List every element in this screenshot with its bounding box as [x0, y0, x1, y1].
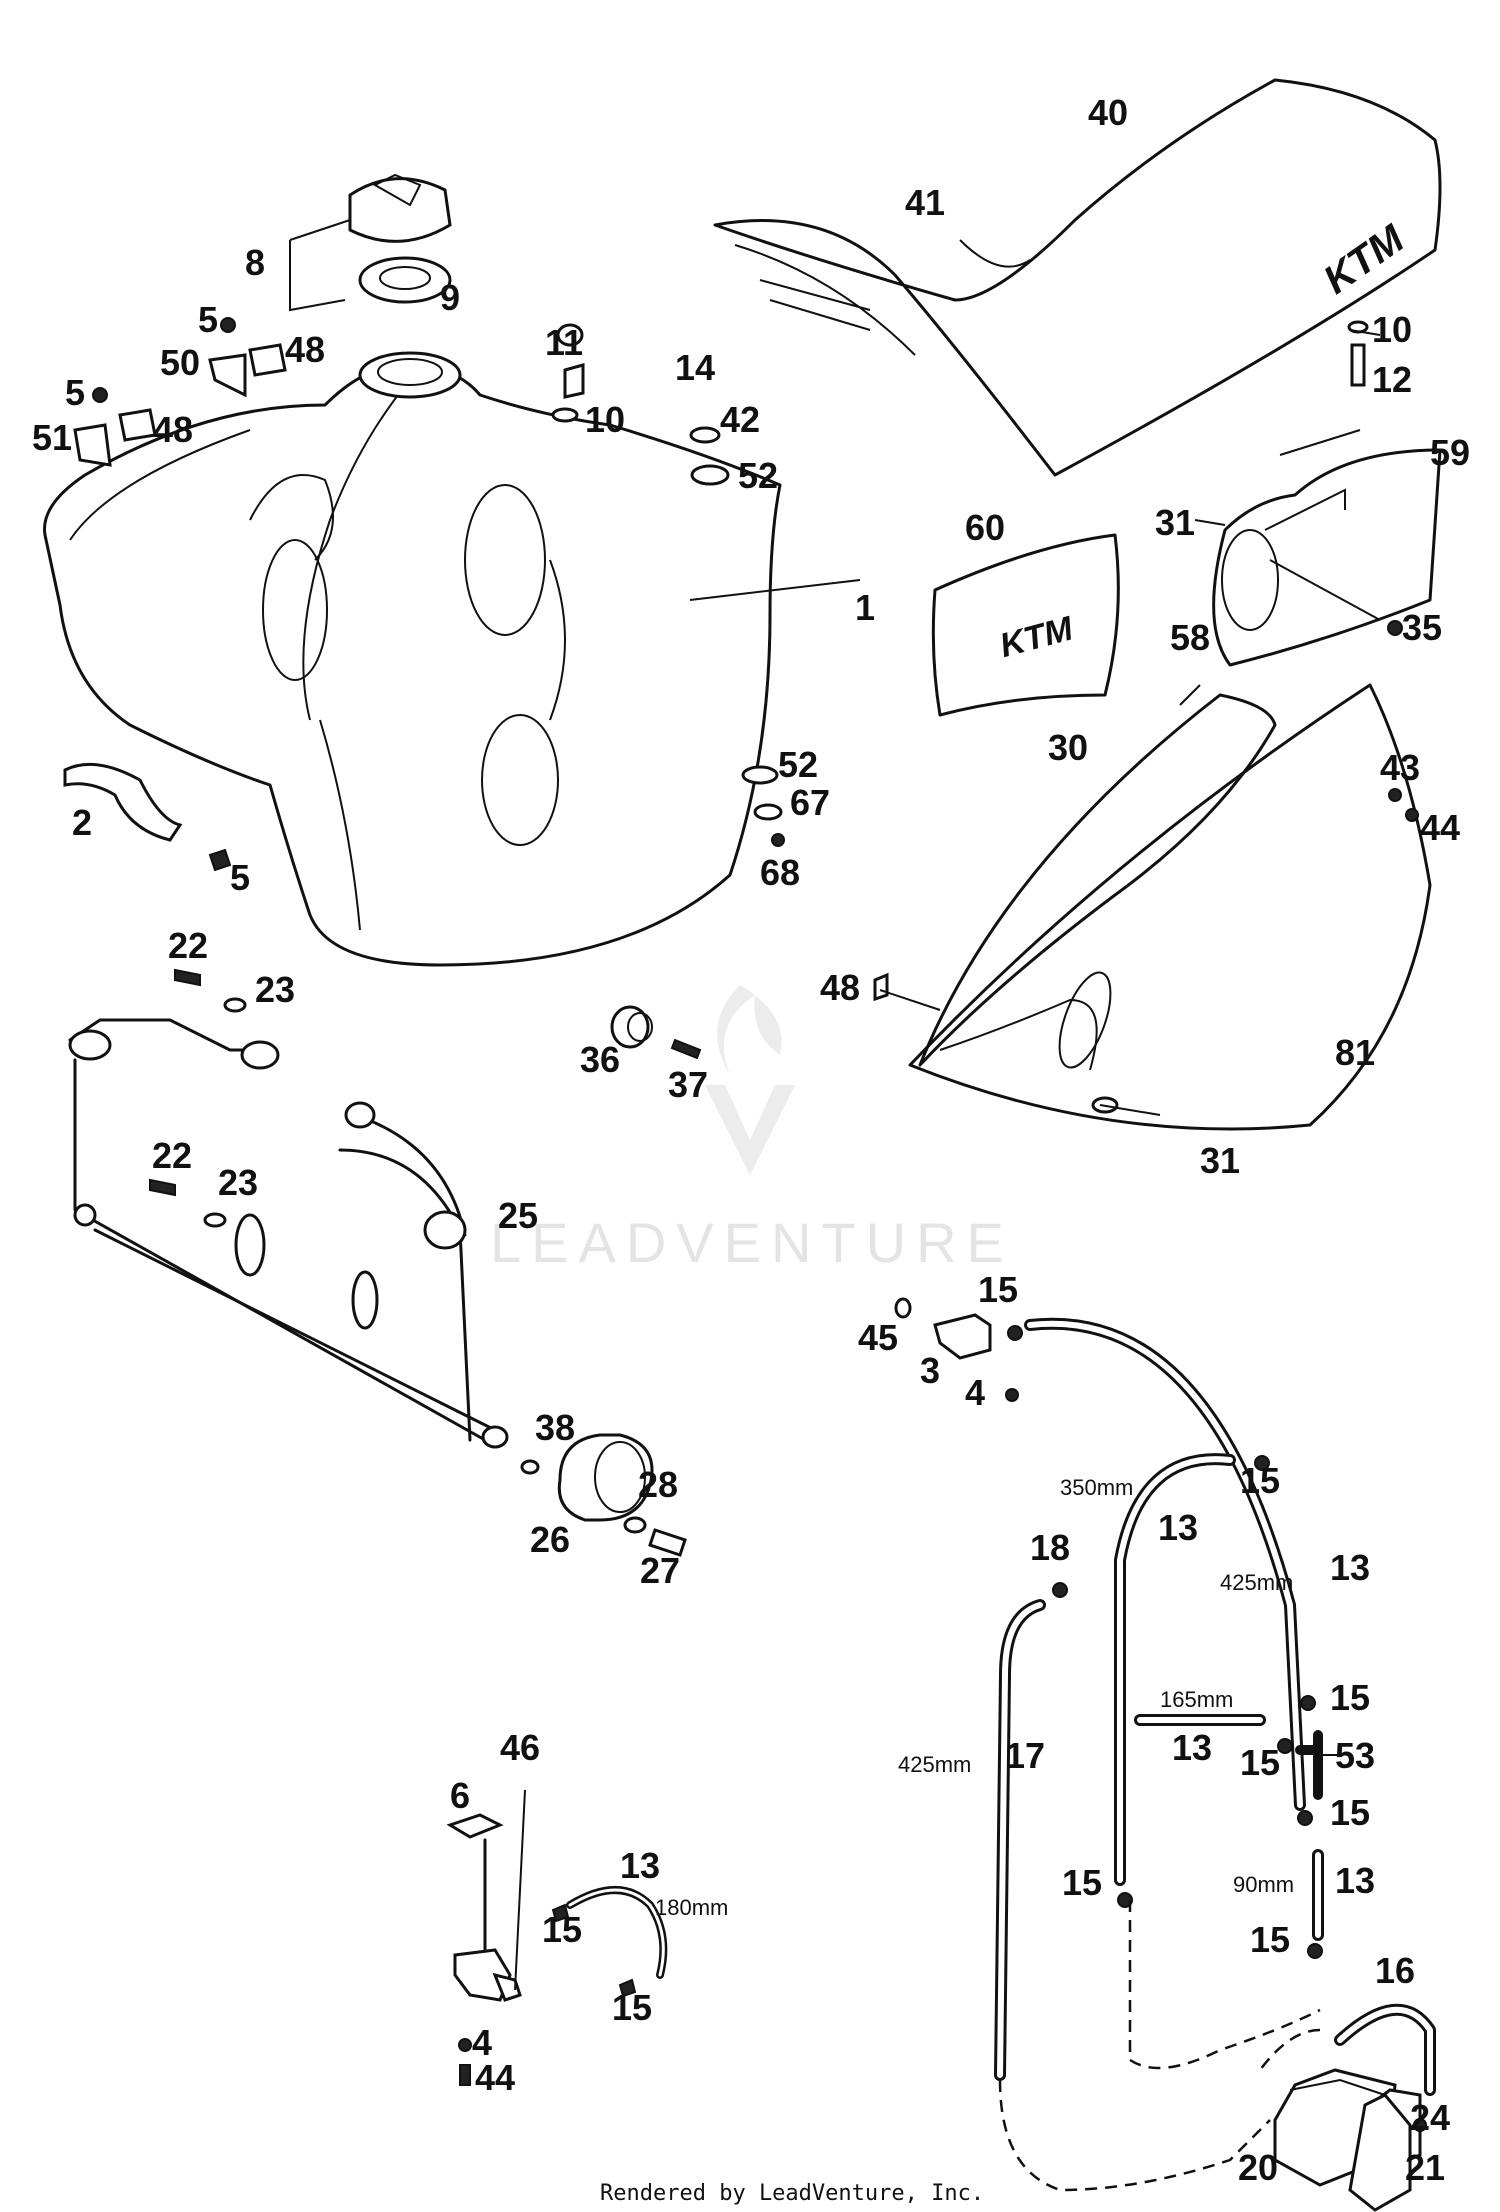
callout-60: 60	[965, 507, 1005, 548]
callout-42: 42	[720, 399, 760, 440]
callout-41: 41	[905, 182, 945, 223]
callout-24: 24	[1410, 2097, 1450, 2138]
seat: KTM	[713, 78, 1442, 477]
fuel-tank	[43, 351, 782, 967]
callout-6: 6	[450, 1775, 470, 1816]
callout-3: 3	[920, 1350, 940, 1391]
callout-31: 31	[1200, 1140, 1240, 1181]
callout-46: 46	[500, 1727, 540, 1768]
callout-23: 23	[255, 969, 295, 1010]
callout-30: 30	[1048, 727, 1088, 768]
callout-15: 15	[1330, 1792, 1370, 1833]
hose-system	[894, 1297, 1436, 2212]
tool-bag	[1194, 448, 1442, 667]
callout-5: 5	[230, 857, 250, 898]
callout-4: 4	[472, 2022, 492, 2063]
callout-20: 20	[1238, 2147, 1278, 2188]
callout-15: 15	[612, 1987, 652, 2028]
callout-52: 52	[738, 455, 778, 496]
leader-lines	[1099, 329, 1381, 1756]
callout-5: 5	[65, 372, 85, 413]
callout-2: 2	[72, 802, 92, 843]
callout-48: 48	[285, 329, 325, 370]
callout-52: 52	[778, 744, 818, 785]
callout-15: 15	[542, 1909, 582, 1950]
callout-15: 15	[1250, 1919, 1290, 1960]
tank-hardware	[63, 317, 861, 872]
callout-44: 44	[475, 2057, 515, 2098]
callout-58: 58	[1170, 617, 1210, 658]
callout-12: 12	[1372, 359, 1412, 400]
callout-10: 10	[1372, 309, 1412, 350]
callout-36: 36	[580, 1039, 620, 1080]
seat-brand-logo: KTM	[1316, 216, 1414, 303]
callout-59: 59	[1430, 432, 1470, 473]
measurement-425mm: 425mm	[898, 1752, 971, 1777]
callout-18: 18	[1030, 1527, 1070, 1568]
callout-43: 43	[1380, 747, 1420, 788]
callout-45: 45	[858, 1317, 898, 1358]
callout-26: 26	[530, 1519, 570, 1560]
callout-23: 23	[218, 1162, 258, 1203]
callout-48: 48	[820, 967, 860, 1008]
callout-35: 35	[1402, 607, 1442, 648]
callout-31: 31	[1155, 502, 1195, 543]
callout-13: 13	[1335, 1860, 1375, 1901]
callout-40: 40	[1088, 92, 1128, 133]
measurement-labels: 350mm 425mm 165mm 425mm 90mm 180mm	[655, 1475, 1294, 1920]
callout-68: 68	[760, 852, 800, 893]
callout-67: 67	[790, 782, 830, 823]
callout-21: 21	[1405, 2147, 1445, 2188]
measurement-165mm: 165mm	[1160, 1687, 1233, 1712]
callout-1: 1	[855, 587, 875, 628]
measurement-180mm: 180mm	[655, 1895, 728, 1920]
sub-frame	[68, 968, 509, 1449]
callout-13: 13	[1172, 1727, 1212, 1768]
plate-brand-logo: KTM	[996, 609, 1078, 665]
callout-17: 17	[1005, 1735, 1045, 1776]
callout-9: 9	[440, 277, 460, 318]
callout-11: 11	[545, 322, 583, 363]
damper	[520, 1433, 687, 1557]
measurement-90mm: 90mm	[1233, 1872, 1294, 1897]
callout-15: 15	[1062, 1862, 1102, 1903]
callout-81: 81	[1335, 1032, 1375, 1073]
callout-labels: 1 2 3 4 4 5 5 5 6 8 9 10 10 11 12 13 13 …	[32, 92, 1470, 2188]
callout-27: 27	[640, 1550, 680, 1591]
callout-38: 38	[535, 1407, 575, 1448]
callout-5: 5	[198, 299, 218, 340]
callout-8: 8	[245, 242, 265, 283]
callout-13: 13	[1158, 1507, 1198, 1548]
callout-16: 16	[1375, 1950, 1415, 1991]
fuel-tap-left	[446, 1789, 668, 2086]
callout-48: 48	[153, 409, 193, 450]
callout-15: 15	[978, 1269, 1018, 1310]
callout-22: 22	[168, 925, 208, 966]
callout-4: 4	[965, 1372, 985, 1413]
number-plate: KTM	[931, 533, 1120, 717]
callout-13: 13	[1330, 1547, 1370, 1588]
callout-10: 10	[585, 399, 625, 440]
callout-53: 53	[1335, 1735, 1375, 1776]
callout-25: 25	[498, 1195, 538, 1236]
callout-28: 28	[638, 1464, 678, 1505]
measurement-350mm: 350mm	[1060, 1475, 1133, 1500]
watermark: LEADVENTURE	[490, 985, 1014, 1274]
watermark-text: LEADVENTURE	[490, 1211, 1014, 1274]
measurement-425mm: 425mm	[1220, 1570, 1293, 1595]
callout-22: 22	[152, 1135, 192, 1176]
callout-37: 37	[668, 1064, 708, 1105]
callout-50: 50	[160, 342, 200, 383]
callout-15: 15	[1240, 1460, 1280, 1501]
render-credit: Rendered by LeadVenture, Inc.	[600, 2181, 984, 2206]
callout-14: 14	[675, 347, 715, 388]
callout-15: 15	[1330, 1677, 1370, 1718]
callout-44: 44	[1420, 807, 1460, 848]
callout-15: 15	[1240, 1742, 1280, 1783]
callout-13: 13	[620, 1845, 660, 1886]
fuel-cap	[289, 173, 452, 312]
rubber-mount	[610, 1005, 702, 1060]
callout-51: 51	[32, 417, 72, 458]
